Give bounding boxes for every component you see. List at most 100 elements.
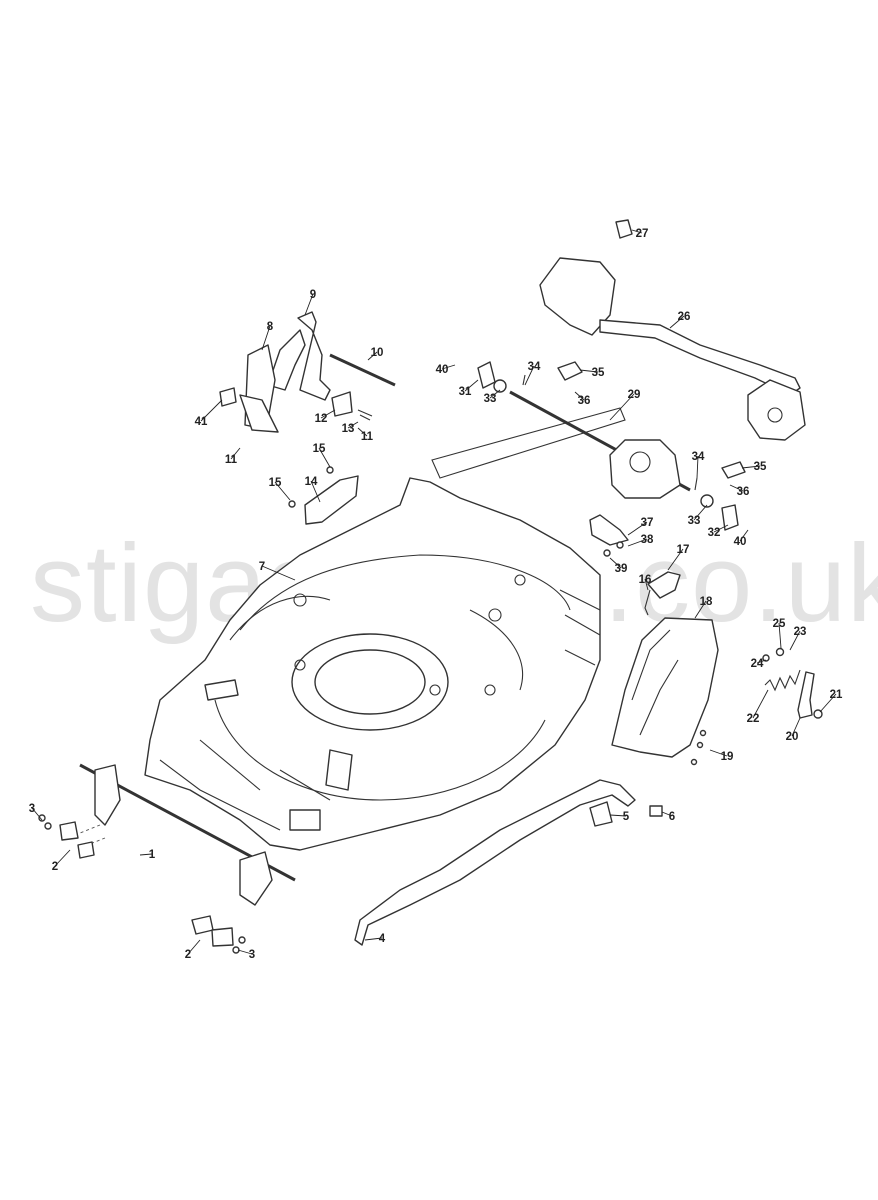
- callout-11: 11: [225, 454, 238, 466]
- callout-41: 41: [195, 416, 208, 428]
- callout-40: 40: [734, 536, 747, 548]
- callout-34: 34: [528, 361, 541, 373]
- callout-19: 19: [721, 751, 734, 763]
- callout-6: 6: [669, 811, 675, 823]
- leader-line: [729, 484, 744, 492]
- leader-line: [819, 693, 837, 713]
- leader-line: [791, 717, 801, 737]
- leader-line: [752, 689, 769, 719]
- leader-line: [310, 480, 321, 503]
- leader-line: [631, 229, 643, 234]
- mower-deck: [144, 477, 601, 851]
- leader-line: [756, 659, 767, 664]
- callout-27: 27: [636, 228, 649, 240]
- leader-line: [367, 351, 378, 361]
- leader-line: [739, 529, 749, 542]
- callout-38: 38: [641, 534, 654, 546]
- height-brackets: [38, 814, 246, 954]
- leader-line: [609, 393, 635, 421]
- callout-29: 29: [628, 389, 641, 401]
- callout-12: 12: [315, 413, 328, 425]
- callout-4: 4: [379, 933, 386, 945]
- callout-3: 3: [249, 949, 255, 961]
- front-axle: [74, 763, 296, 906]
- callout-39: 39: [615, 563, 628, 575]
- leader-lines: [31, 229, 837, 955]
- leader-line: [524, 365, 535, 386]
- callout-10: 10: [371, 347, 384, 359]
- height-lever: [219, 311, 396, 433]
- leader-line: [669, 315, 685, 329]
- callout-1: 1: [149, 849, 156, 861]
- spring-lever: [762, 647, 823, 719]
- leader-line: [31, 807, 43, 821]
- leader-line: [357, 427, 368, 437]
- leader-line: [347, 421, 359, 429]
- callout-40: 40: [436, 364, 449, 376]
- callout-37: 37: [641, 517, 654, 529]
- callout-36: 36: [578, 395, 591, 407]
- leader-line: [237, 949, 253, 955]
- leader-line: [741, 465, 761, 469]
- leader-line: [667, 548, 684, 571]
- callout-26: 26: [678, 311, 691, 323]
- callout-11: 11: [361, 431, 374, 443]
- callout-35: 35: [592, 367, 605, 379]
- bracket-37: [589, 514, 629, 557]
- leader-line: [579, 369, 599, 373]
- leader-line: [364, 937, 383, 941]
- callout-21: 21: [830, 689, 843, 701]
- leader-line: [696, 455, 699, 479]
- cable-clip: [644, 571, 681, 616]
- leader-line: [187, 939, 201, 955]
- leader-line: [609, 814, 627, 817]
- callout-34: 34: [692, 451, 705, 463]
- leader-line: [789, 630, 801, 651]
- leader-line: [609, 557, 622, 569]
- leader-line: [230, 447, 241, 460]
- leader-line: [694, 600, 707, 619]
- callout-13: 13: [342, 423, 355, 435]
- callout-31: 31: [459, 386, 472, 398]
- callout-3: 3: [29, 803, 35, 815]
- callout-25: 25: [773, 618, 786, 630]
- leader-line: [574, 391, 585, 401]
- callout-23: 23: [794, 626, 807, 638]
- callout-17: 17: [677, 544, 690, 556]
- leader-line: [139, 853, 153, 856]
- callout-20: 20: [786, 731, 799, 743]
- leader-line: [261, 325, 271, 351]
- leader-line: [320, 409, 336, 419]
- leader-line: [464, 379, 479, 392]
- callout-5: 5: [623, 811, 630, 823]
- leader-line: [304, 293, 314, 316]
- callout-15: 15: [269, 477, 282, 489]
- rear-axle: [354, 779, 663, 946]
- leader-line: [693, 504, 708, 521]
- leader-line: [318, 447, 331, 468]
- leader-line: [54, 849, 71, 867]
- callout-33: 33: [484, 393, 497, 405]
- callout-15: 15: [313, 443, 326, 455]
- callout-16: 16: [639, 574, 652, 586]
- callout-33: 33: [688, 515, 701, 527]
- callout-8: 8: [267, 321, 274, 333]
- callout-2: 2: [185, 949, 191, 961]
- leader-line: [627, 521, 648, 536]
- callout-7: 7: [259, 561, 265, 573]
- callout-2: 2: [52, 861, 58, 873]
- callout-18: 18: [700, 596, 713, 608]
- leader-line: [644, 578, 649, 591]
- callout-9: 9: [310, 289, 316, 301]
- transmission: [431, 361, 746, 531]
- leader-line: [200, 399, 223, 422]
- rear-flap: [611, 617, 719, 766]
- leader-line: [489, 389, 501, 399]
- leader-line: [661, 811, 673, 817]
- leader-line: [713, 524, 729, 533]
- bracket-14: [288, 466, 359, 525]
- leader-line: [441, 364, 456, 370]
